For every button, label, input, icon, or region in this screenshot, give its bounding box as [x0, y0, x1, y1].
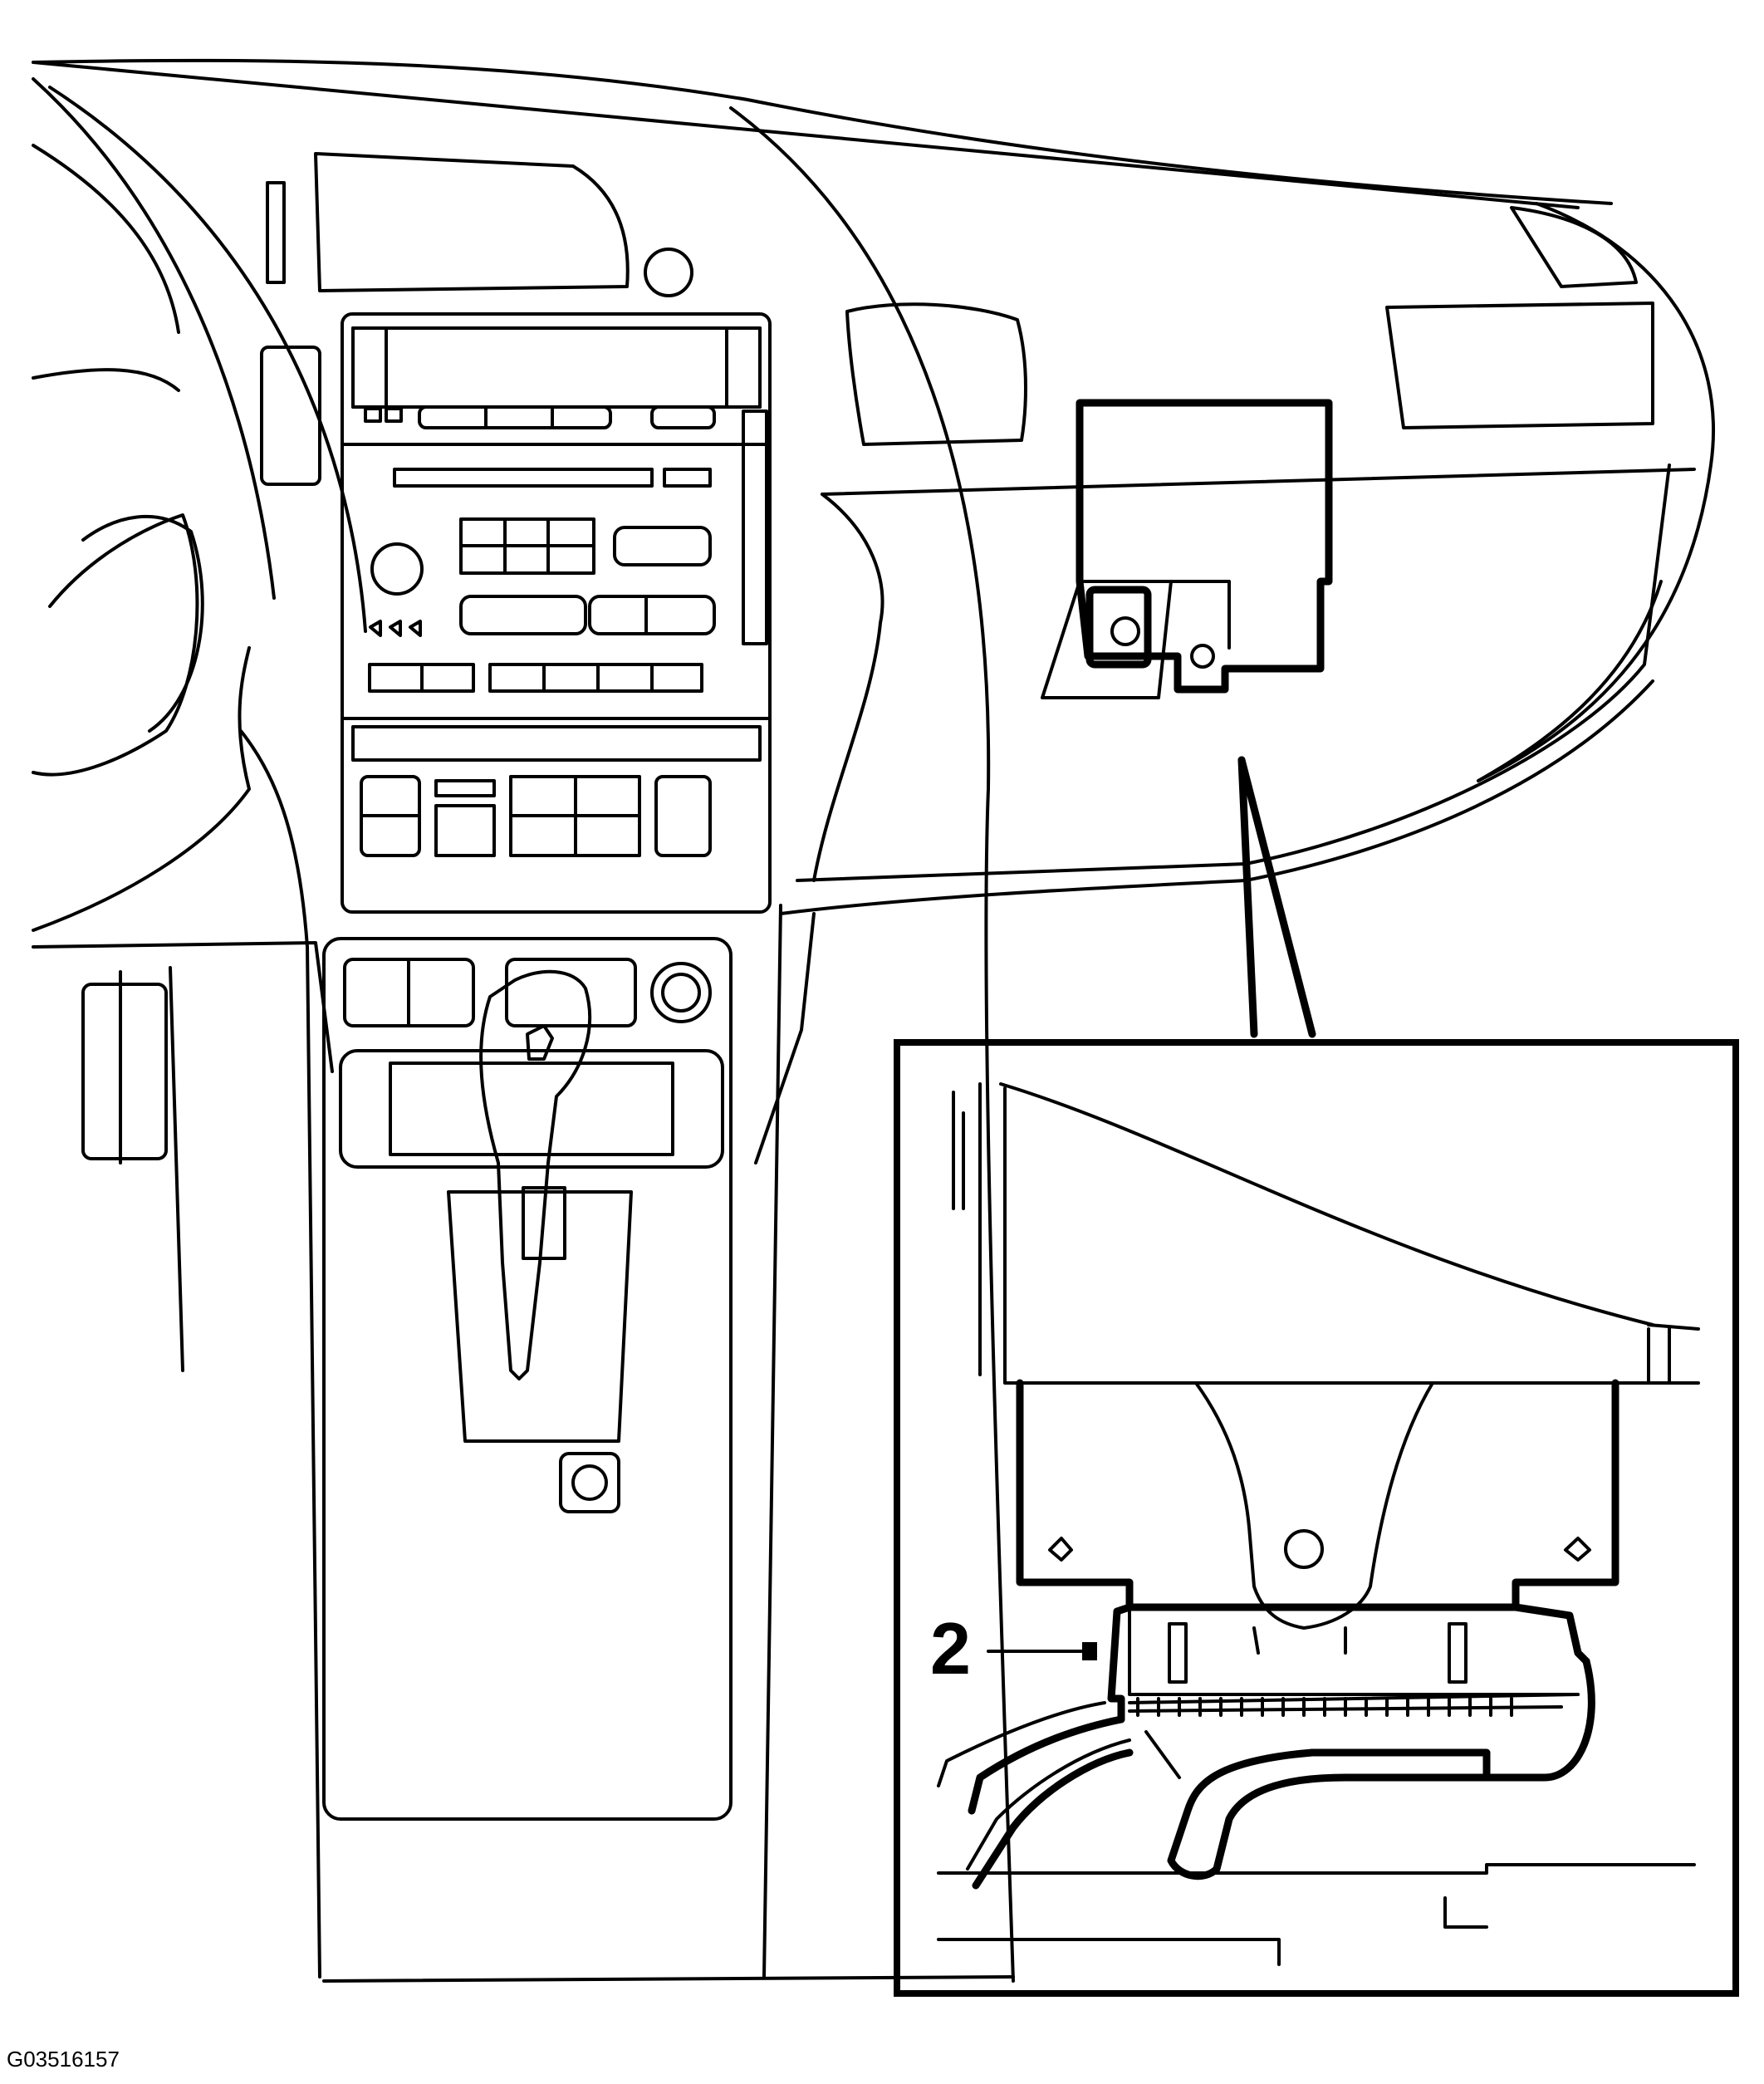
- dashboard-overview: [32, 58, 1715, 1983]
- callout-number: 2: [930, 1607, 971, 1689]
- callout-pin: [1082, 1642, 1097, 1660]
- detail-inset: 2: [894, 1039, 1739, 1997]
- figure-id: G03516157: [7, 2047, 120, 2072]
- callout-2: 2: [930, 1607, 1097, 1689]
